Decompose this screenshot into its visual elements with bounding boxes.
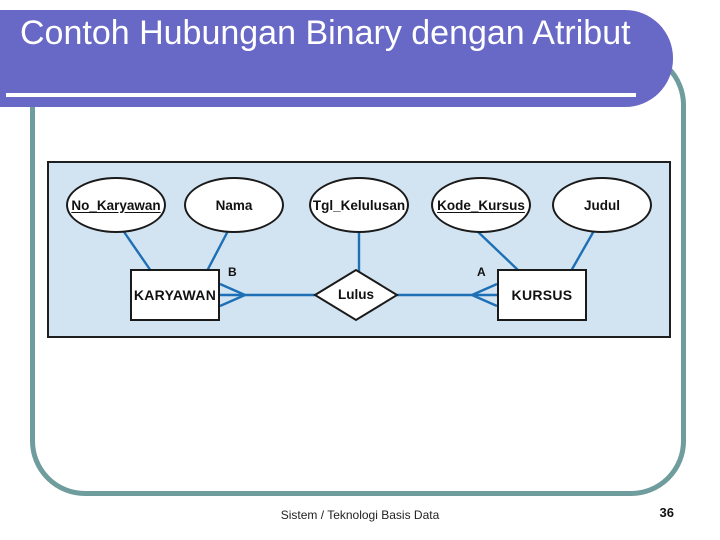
attribute-label: Kode_Kursus bbox=[437, 197, 525, 213]
relationship-diamond bbox=[313, 268, 399, 322]
er-diagram: No_Karyawan Nama Tgl_Kelulusan Kode_Kurs… bbox=[47, 161, 671, 338]
entity-label: KARYAWAN bbox=[133, 287, 217, 303]
attribute-label: Nama bbox=[215, 197, 253, 213]
attribute-label: Tgl_Kelulusan bbox=[312, 197, 406, 213]
slide-title: Contoh Hubungan Binary dengan Atribut bbox=[20, 14, 631, 52]
attribute-ellipse-nama: Nama bbox=[184, 177, 284, 233]
attribute-label: No_Karyawan bbox=[71, 197, 161, 213]
entity-kursus: KURSUS bbox=[497, 269, 587, 321]
title-underline bbox=[6, 93, 636, 97]
entity-karyawan: KARYAWAN bbox=[130, 269, 220, 321]
title-bar: Contoh Hubungan Binary dengan Atribut bbox=[0, 10, 673, 107]
attribute-ellipse-kode-kursus: Kode_Kursus bbox=[431, 177, 531, 233]
connection-point-label-b: B bbox=[228, 265, 237, 279]
connector-lines bbox=[121, 228, 597, 322]
connection-point-label-a: A bbox=[477, 265, 486, 279]
entity-label: KURSUS bbox=[511, 287, 573, 303]
relationship-label: Lulus bbox=[338, 287, 374, 302]
attribute-label: Judul bbox=[584, 197, 620, 213]
attribute-ellipse-tgl-kelulusan: Tgl_Kelulusan bbox=[309, 177, 409, 233]
attribute-ellipse-judul: Judul bbox=[552, 177, 652, 233]
footer-text: Sistem / Teknologi Basis Data bbox=[280, 508, 440, 522]
page-number: 36 bbox=[659, 505, 674, 520]
attribute-ellipse-no-karyawan: No_Karyawan bbox=[66, 177, 166, 233]
